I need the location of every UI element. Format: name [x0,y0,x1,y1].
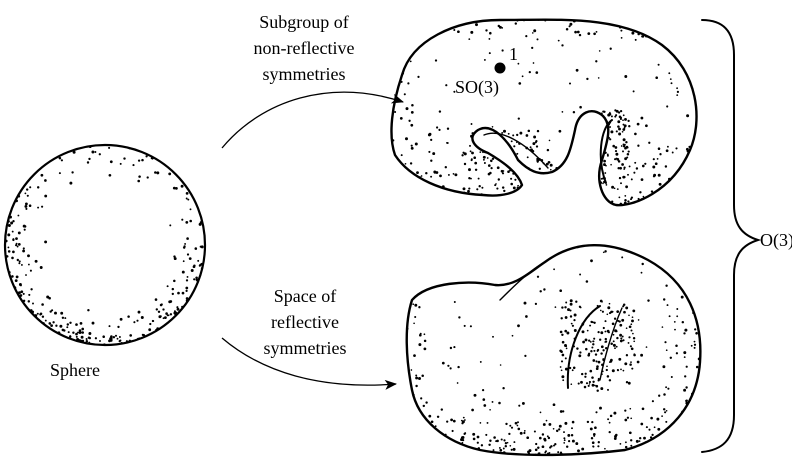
so3-shape: 1 SO(3) [387,14,708,211]
identity-label: 1 [509,44,518,64]
nonreflective-label: Subgroup of non-reflective symmetries [254,12,355,84]
o3-label: O(3) [760,230,792,251]
reflective-stipple [401,239,705,459]
o3-brace [702,20,758,452]
reflective-hole-edge [568,306,600,388]
reflective-label-line-3: symmetries [264,338,347,358]
sphere-label: Sphere [50,360,100,380]
so3-outline [391,20,696,205]
reflective-label-line-2: reflective [271,312,339,332]
so3-fold [484,133,548,168]
nonreflective-label-line-3: symmetries [263,64,346,84]
so3-label: SO(3) [455,77,499,98]
reflective-outline [407,245,701,455]
nonreflective-arrow [222,92,403,148]
nonreflective-label-line-1: Subgroup of [259,12,349,32]
reflective-label-line-1: Space of [274,286,336,306]
identity-point [495,63,506,74]
so3-hole-edge [601,120,612,183]
reflective-label: Space of reflective symmetries [264,286,347,358]
nonreflective-label-line-2: non-reflective [254,38,355,58]
reflective-shape [401,239,705,459]
sphere-figure [5,145,205,346]
